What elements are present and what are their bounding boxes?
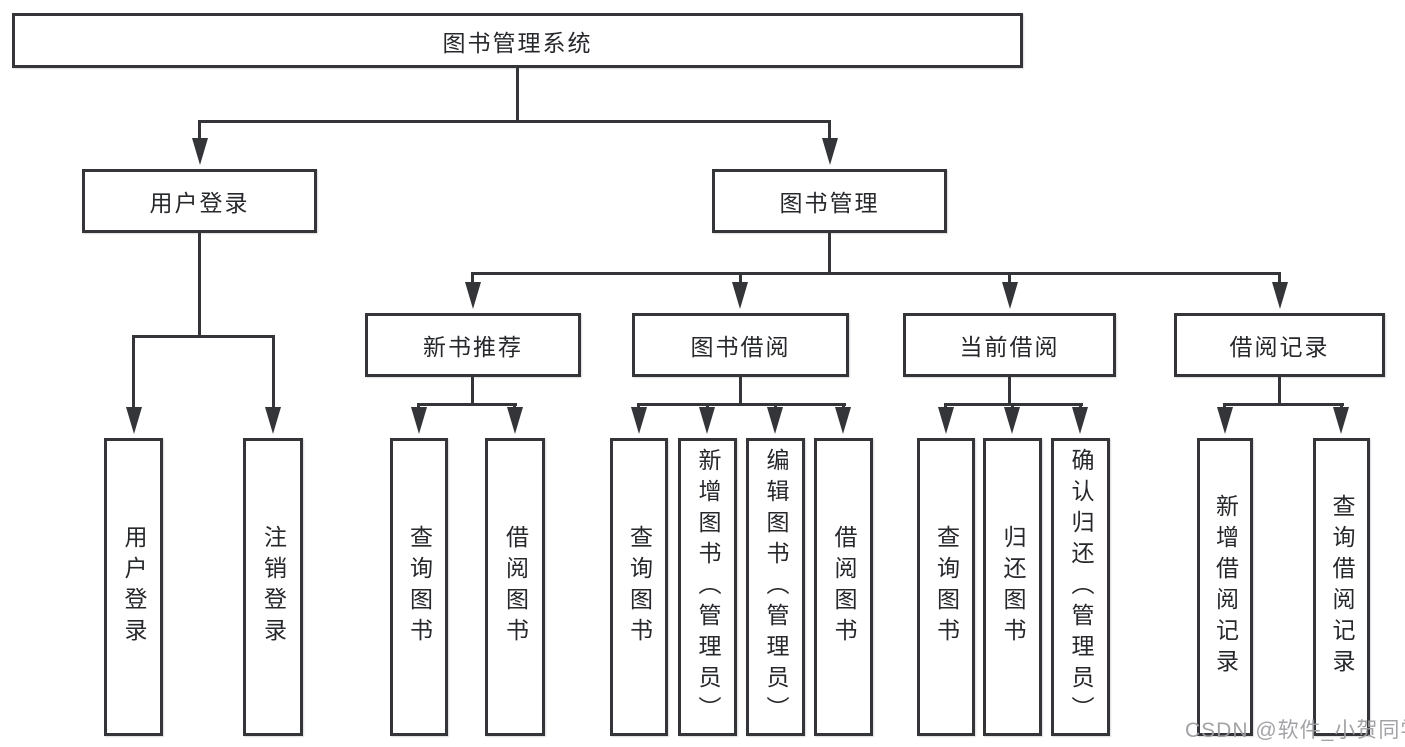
node-label: 新书推荐 [423,334,523,360]
connector-line [472,272,1281,275]
connector-line [739,272,742,285]
connector-line [1008,272,1011,285]
connector-line [706,403,709,410]
leaf-logout: 注销登录 [243,438,303,736]
arrow-down-icon [1002,282,1018,309]
leaf-newbooks-borrow-books: 借阅图书 [485,438,545,736]
arrow-down-icon [1333,407,1349,434]
connector-line [739,377,742,404]
arrow-down-icon [835,407,851,434]
leaf-user-login: 用户登录 [104,438,163,736]
node-book-borrow: 图书借阅 [632,313,849,377]
arrow-down-icon [938,407,954,434]
node-user-login: 用户登录 [82,169,317,233]
arrow-down-icon [192,138,208,165]
node-book-management: 图书管理 [712,169,947,233]
connector-line [774,403,777,410]
arrow-down-icon [1072,407,1088,434]
connector-line [471,377,474,404]
node-label: 图书管理系统 [442,29,593,56]
connector-line [638,403,846,406]
leaf-label: 确认归还（管理员） [1068,447,1094,727]
leaf-label: 借阅图书 [831,525,857,649]
node-current-borrow: 当前借阅 [903,313,1116,377]
arrow-down-icon [767,407,783,434]
connector-line [637,403,640,410]
connector-line [198,233,201,337]
leaf-label: 查询图书 [406,525,433,649]
connector-line [842,403,845,410]
connector-line [828,120,831,142]
connector-line [944,403,947,410]
node-new-book-recommend: 新书推荐 [365,313,581,377]
leaf-borrow-borrow-books: 借阅图书 [814,438,873,736]
connector-line [198,120,201,142]
leaf-label: 新增图书（管理员） [695,447,721,727]
node-label: 当前借阅 [959,334,1060,360]
leaf-label: 借阅图书 [502,525,529,649]
connector-line [513,403,516,410]
leaf-newbooks-query-books: 查询图书 [390,438,448,736]
leaf-current-confirm-return-admin: 确认归还（管理员） [1051,438,1110,736]
connector-line [1079,403,1082,410]
arrow-down-icon [631,407,647,434]
node-label: 图书借阅 [690,334,791,360]
node-label: 借阅记录 [1229,334,1330,360]
node-borrow-records: 借阅记录 [1174,313,1385,377]
connector-line [198,120,831,123]
connector-line [132,335,135,409]
connector-line [417,403,420,410]
connector-line [1340,403,1343,410]
connector-line [1011,403,1014,410]
leaf-label: 归还图书 [1000,525,1026,649]
connector-line [471,272,474,285]
connector-line [1008,377,1011,404]
connector-line [1223,403,1226,410]
connector-line [1278,272,1281,285]
leaf-label: 用户登录 [121,525,147,649]
leaf-label: 新增借阅记录 [1212,494,1239,680]
arrow-down-icon [411,407,427,434]
connector-line [1224,403,1344,406]
connector-line [516,68,519,121]
connector-line [272,335,275,409]
connector-line [945,403,1083,406]
connector-line [1278,377,1281,404]
arrow-down-icon [1217,407,1233,434]
connector-line [828,233,831,275]
leaf-label: 查询图书 [933,525,960,649]
arrow-down-icon [265,407,281,434]
leaf-borrow-add-books-admin: 新增图书（管理员） [678,438,737,736]
node-label: 图书管理 [779,190,880,216]
connector-line [132,335,274,338]
leaf-borrow-query-books: 查询图书 [610,438,668,736]
node-library-management-system: 图书管理系统 [12,13,1023,68]
csdn-watermark: CSDN @软件_小贺同学 [1185,719,1405,742]
connector-line [418,403,517,406]
leaf-current-return-books: 归还图书 [983,438,1042,736]
arrow-down-icon [822,138,838,165]
arrow-down-icon [699,407,715,434]
leaf-label: 编辑图书（管理员） [763,447,789,727]
leaf-label: 注销登录 [260,525,287,649]
leaf-label: 查询图书 [626,525,653,649]
node-label: 用户登录 [149,190,250,216]
arrow-down-icon [1004,407,1020,434]
leaf-label: 查询借阅记录 [1329,494,1355,680]
arrow-down-icon [126,407,142,434]
leaf-current-query-books: 查询图书 [917,438,975,736]
leaf-records-query-borrow-record: 查询借阅记录 [1313,438,1370,736]
arrow-down-icon [1272,282,1288,309]
arrow-down-icon [732,282,748,309]
arrow-down-icon [507,407,523,434]
arrow-down-icon [465,282,481,309]
leaf-borrow-edit-books-admin: 编辑图书（管理员） [746,438,805,736]
leaf-records-add-borrow-record: 新增借阅记录 [1197,438,1253,736]
